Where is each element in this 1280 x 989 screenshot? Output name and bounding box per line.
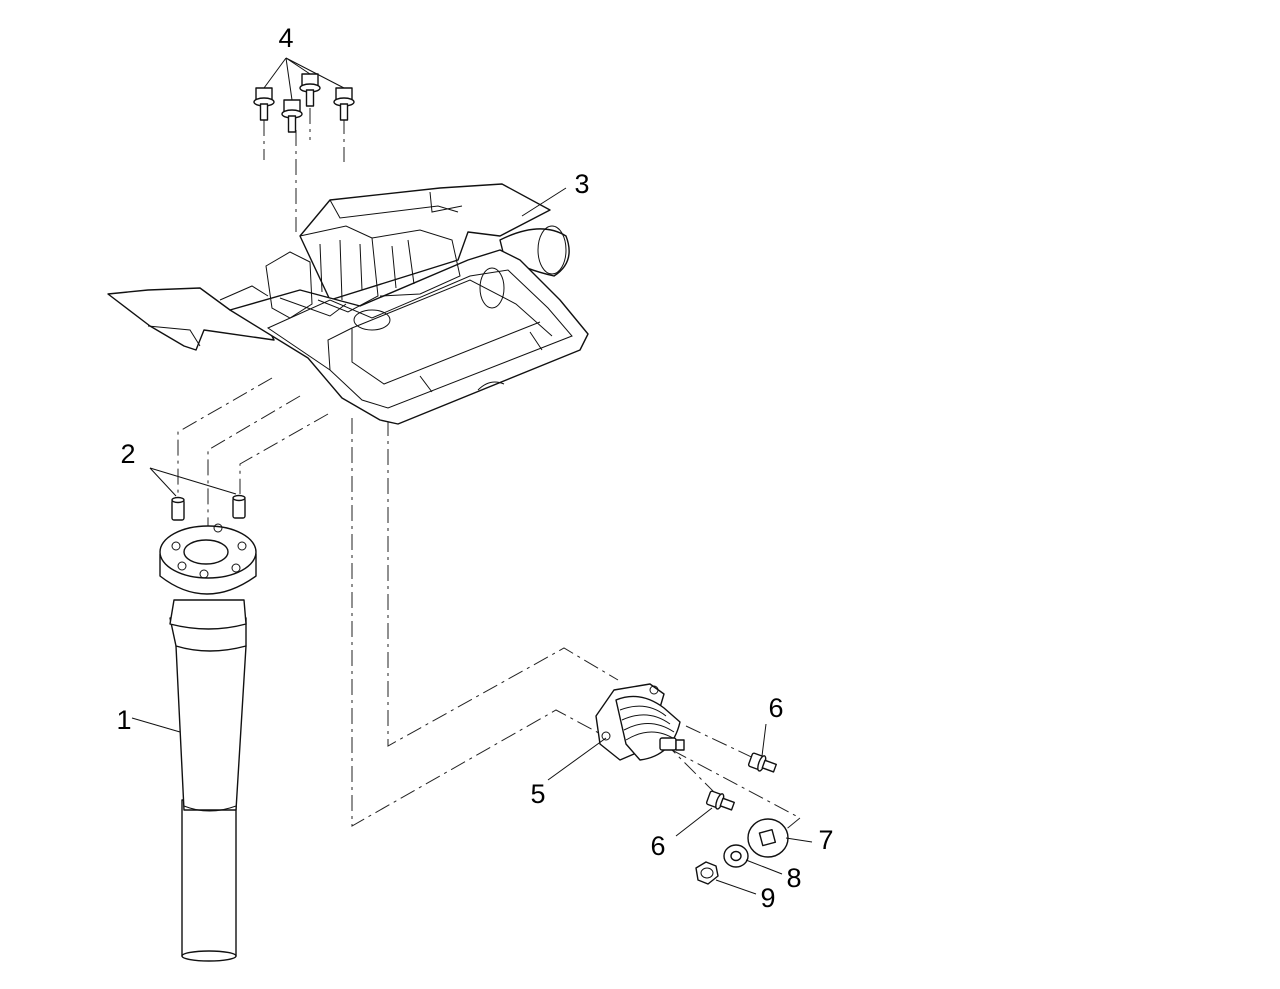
callout-labels: 1 2 3 4 5 6 6 7 8 9 (116, 23, 833, 913)
callout-7: 7 (818, 825, 833, 855)
callout-6a: 6 (768, 693, 783, 723)
callout-6b: 6 (650, 831, 665, 861)
part-5-shock-mount (595, 683, 685, 761)
part-9-nut (695, 861, 719, 885)
part-4-bolts (253, 73, 355, 133)
callout-5: 5 (530, 779, 545, 809)
callout-1: 1 (116, 705, 131, 735)
part-1-tube-with-flange (159, 523, 257, 962)
callout-2: 2 (120, 439, 135, 469)
callout-9: 9 (760, 883, 775, 913)
assembly-lines (177, 108, 801, 837)
part-7-washer (747, 818, 789, 858)
callout-3: 3 (574, 169, 589, 199)
callout-8: 8 (786, 863, 801, 893)
part-8-washer (723, 844, 749, 868)
leader-lines (131, 57, 813, 895)
part-2-dowel-pins (171, 494, 246, 521)
part-3-handle-frame (107, 183, 589, 425)
callout-4: 4 (278, 23, 293, 53)
part-6-bolts (705, 752, 777, 811)
